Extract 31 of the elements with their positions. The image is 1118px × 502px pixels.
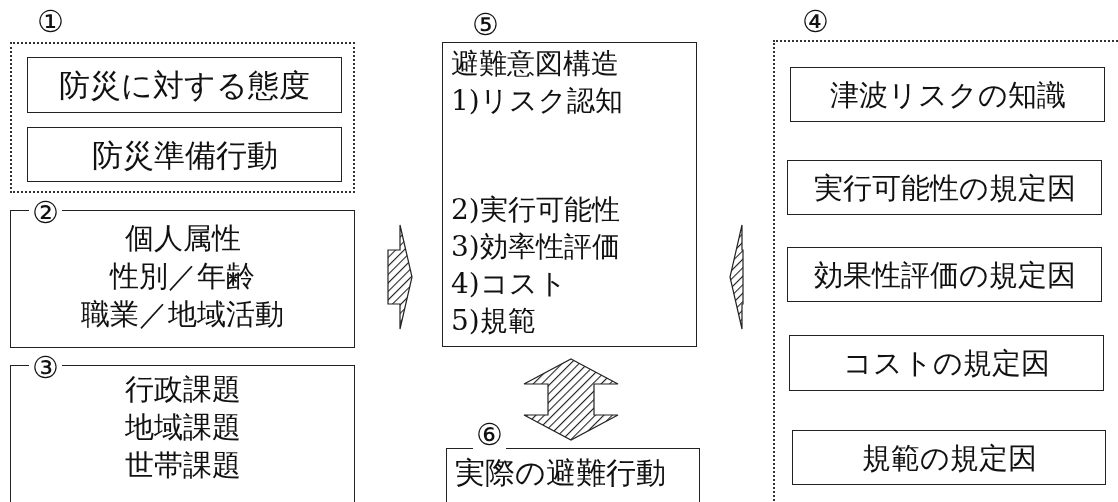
text-box	[789, 335, 1104, 391]
box-label: 防災に対する態度	[59, 66, 310, 105]
box-label: コストの規定因	[843, 345, 1050, 382]
box-label: 職業／地域活動	[81, 296, 284, 333]
text-box	[792, 430, 1106, 485]
box-label: 実行可能性の規定因	[813, 169, 1076, 207]
box-label: 地域課題	[124, 409, 241, 446]
text-box	[27, 127, 342, 182]
text-box	[27, 57, 342, 113]
text-box	[790, 67, 1105, 122]
block-arrow	[523, 358, 619, 441]
box-label: 性別／年齢	[110, 258, 255, 295]
box-label: 3)効率性評価	[451, 229, 620, 265]
box-label: 防災準備行動	[91, 135, 278, 175]
number-label: ⑥	[473, 419, 506, 451]
box-label: 2)実行可能性	[451, 192, 620, 228]
box-label: 実際の避難行動	[455, 454, 666, 492]
block-arrow	[387, 224, 413, 330]
text-box	[787, 160, 1102, 215]
box-label: 個人属性	[124, 220, 241, 257]
box-label: 1)リスク認知	[451, 83, 623, 119]
box-label: 5)規範	[451, 303, 536, 339]
box-label: 4)コスト	[451, 266, 567, 302]
box-label: 規範の規定因	[861, 439, 1037, 477]
box-label: 避難意図構造	[451, 46, 619, 82]
box-label: 行政課題	[124, 371, 241, 408]
box-label: 津波リスクの知識	[829, 76, 1066, 114]
block-arrow	[729, 224, 744, 330]
box-label: 世帯課題	[124, 447, 241, 484]
text-box	[787, 247, 1102, 302]
box-label: 効果性評価の規定因	[813, 256, 1076, 294]
